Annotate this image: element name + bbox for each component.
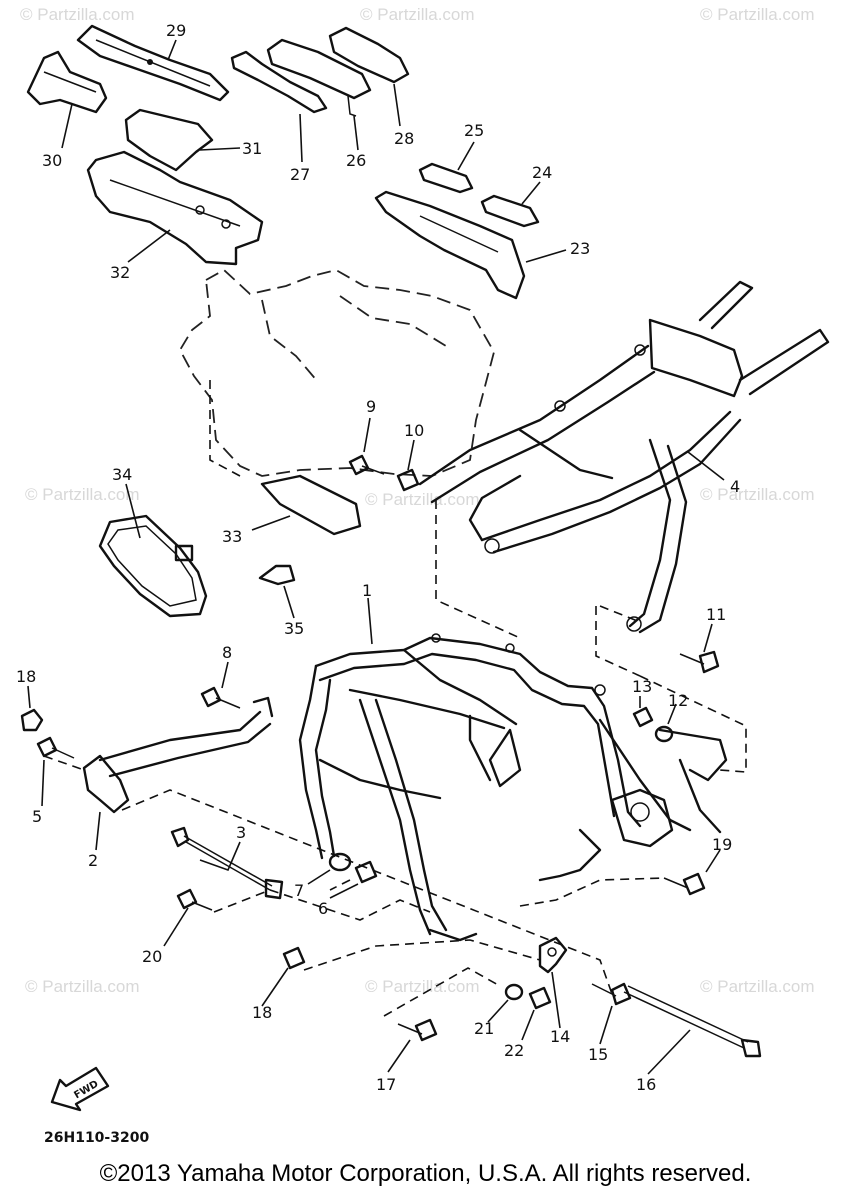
watermark: © Partzilla.com: [700, 977, 815, 996]
leader-lines: [27, 39, 725, 1075]
part-31-cover: [124, 108, 214, 172]
callout-18: 18: [252, 1003, 272, 1022]
diagram-code: 26H110-3200: [44, 1130, 150, 1146]
callout-25: 25: [464, 121, 484, 140]
part-15-bolt: [591, 982, 632, 1006]
engine-outline: [178, 268, 495, 477]
part-23-bracket: [374, 190, 526, 300]
callout-31: 31: [242, 139, 262, 158]
callout-22: 22: [504, 1041, 524, 1060]
watermark: © Partzilla.com: [365, 490, 480, 509]
part-6-nut: [354, 860, 378, 884]
part-22-nut: [528, 986, 552, 1010]
callout-20: 20: [142, 947, 162, 966]
part-12-washer: [654, 725, 674, 743]
part-20-bolt: [176, 888, 213, 911]
watermark: © Partzilla.com: [700, 5, 815, 24]
callout-32: 32: [110, 263, 130, 282]
part-34-harness: [98, 514, 208, 618]
callout-6: 6: [318, 899, 328, 918]
callout-27: 27: [290, 165, 310, 184]
callout-14: 14: [550, 1027, 570, 1046]
part-10-nut: [396, 468, 420, 492]
callout-12: 12: [668, 691, 688, 710]
callout-4: 4: [730, 477, 740, 496]
part-33-sleeve: [260, 474, 362, 536]
callout-11: 11: [706, 605, 726, 624]
part-28-bracket: [328, 26, 410, 84]
callout-26: 26: [346, 151, 366, 170]
part-27-handle: [230, 50, 328, 114]
part-8-bolt: [200, 686, 241, 709]
part-24-pad: [480, 194, 540, 228]
part-11-bolt: [679, 650, 720, 674]
watermark: © Partzilla.com: [700, 485, 815, 504]
part-7-collar: [328, 852, 352, 872]
callout-2: 2: [88, 851, 98, 870]
callout-labels: 29 30 31 32 27 26 28 25 24 23 9 10 4 34 …: [16, 21, 740, 1094]
callout-8: 8: [222, 643, 232, 662]
callout-24: 24: [532, 163, 552, 182]
callout-1: 1: [362, 581, 372, 600]
part-32-plate: [86, 150, 264, 266]
callout-15: 15: [588, 1045, 608, 1064]
callout-3: 3: [236, 823, 246, 842]
part-4-rear-frame: [418, 280, 830, 634]
callout-10: 10: [404, 421, 424, 440]
part-1-main-frame: [298, 633, 728, 942]
watermark: © Partzilla.com: [20, 5, 135, 24]
part-25-pad: [418, 162, 474, 194]
part-29-shield: [76, 24, 230, 102]
part-5-bolt: [36, 736, 75, 759]
part-18-nut-lower: [282, 946, 306, 970]
watermark: © Partzilla.com: [360, 5, 475, 24]
callout-5: 5: [32, 807, 42, 826]
part-9-bolt: [348, 454, 385, 476]
copyright-notice: ©2013 Yamaha Motor Corporation, U.S.A. A…: [99, 1160, 752, 1187]
watermark: © Partzilla.com: [25, 977, 140, 996]
part-35-clamp: [258, 564, 296, 586]
part-13-nut: [632, 706, 654, 728]
callout-19: 19: [712, 835, 732, 854]
callout-29: 29: [166, 21, 186, 40]
part-16-long-bolt: [623, 985, 762, 1058]
part-17-bolt: [397, 1018, 438, 1042]
part-30-cover: [26, 50, 108, 114]
fwd-arrow-icon: FWD: [50, 1066, 110, 1112]
callout-18: 18: [16, 667, 36, 686]
part-3-long-bolt: [170, 826, 284, 900]
callout-23: 23: [570, 239, 590, 258]
part-2-bracket: [82, 696, 274, 814]
callout-9: 9: [366, 397, 376, 416]
assembly-lines: [43, 380, 747, 1017]
callout-34: 34: [112, 465, 132, 484]
part-18-nut: [20, 708, 44, 732]
callout-7: 7: [294, 881, 304, 900]
watermark: © Partzilla.com: [25, 485, 140, 504]
watermarks: © Partzilla.com © Partzilla.com © Partzi…: [20, 5, 815, 996]
callout-33: 33: [222, 527, 242, 546]
part-21-collar: [504, 983, 524, 1001]
callout-28: 28: [394, 129, 414, 148]
callout-13: 13: [632, 677, 652, 696]
callout-16: 16: [636, 1075, 656, 1094]
callout-17: 17: [376, 1075, 396, 1094]
callout-21: 21: [474, 1019, 494, 1038]
callout-30: 30: [42, 151, 62, 170]
part-26-bracket: [266, 38, 372, 117]
callout-35: 35: [284, 619, 304, 638]
watermark: © Partzilla.com: [365, 977, 480, 996]
part-14-bracket: [538, 936, 568, 974]
part-19-bolt: [663, 872, 706, 896]
